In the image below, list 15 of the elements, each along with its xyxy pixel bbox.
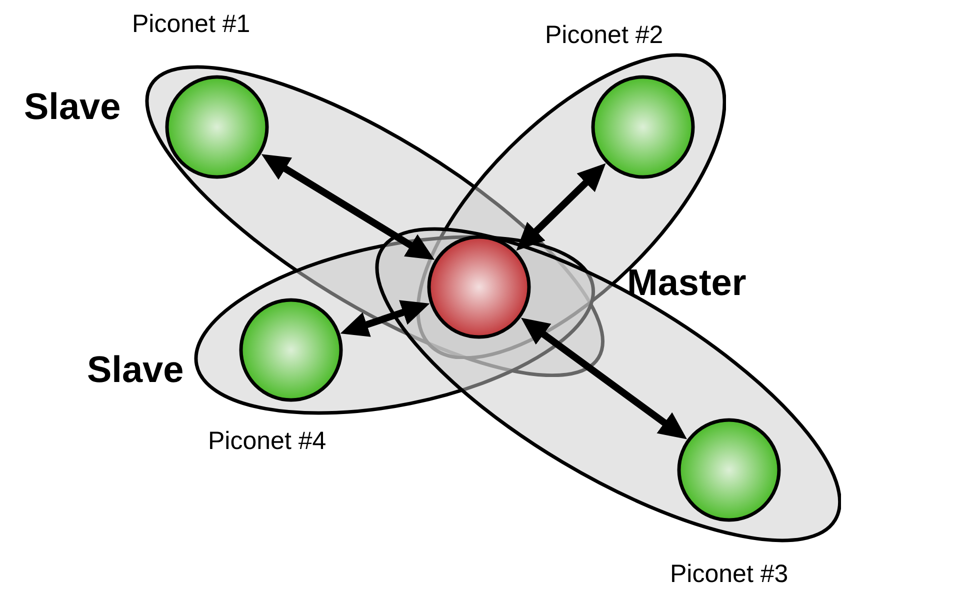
- slave-node-circle: [239, 298, 343, 402]
- piconet-label: Piconet #3: [670, 562, 788, 587]
- double-arrow: [260, 151, 436, 263]
- slave-node-circle: [165, 75, 269, 179]
- role-label: Slave: [87, 351, 184, 388]
- piconet-label: Piconet #2: [545, 23, 664, 48]
- piconet-label: Piconet #4: [208, 429, 326, 454]
- role-label: Master: [627, 264, 746, 301]
- role-label: Slave: [24, 88, 121, 125]
- master-node-circle: [427, 235, 531, 339]
- slave-node-circle: [591, 75, 695, 179]
- double-arrow: [339, 300, 431, 337]
- double-arrow: [514, 160, 608, 254]
- piconet-label: Piconet #1: [132, 12, 250, 37]
- slave-node-circle: [677, 418, 781, 522]
